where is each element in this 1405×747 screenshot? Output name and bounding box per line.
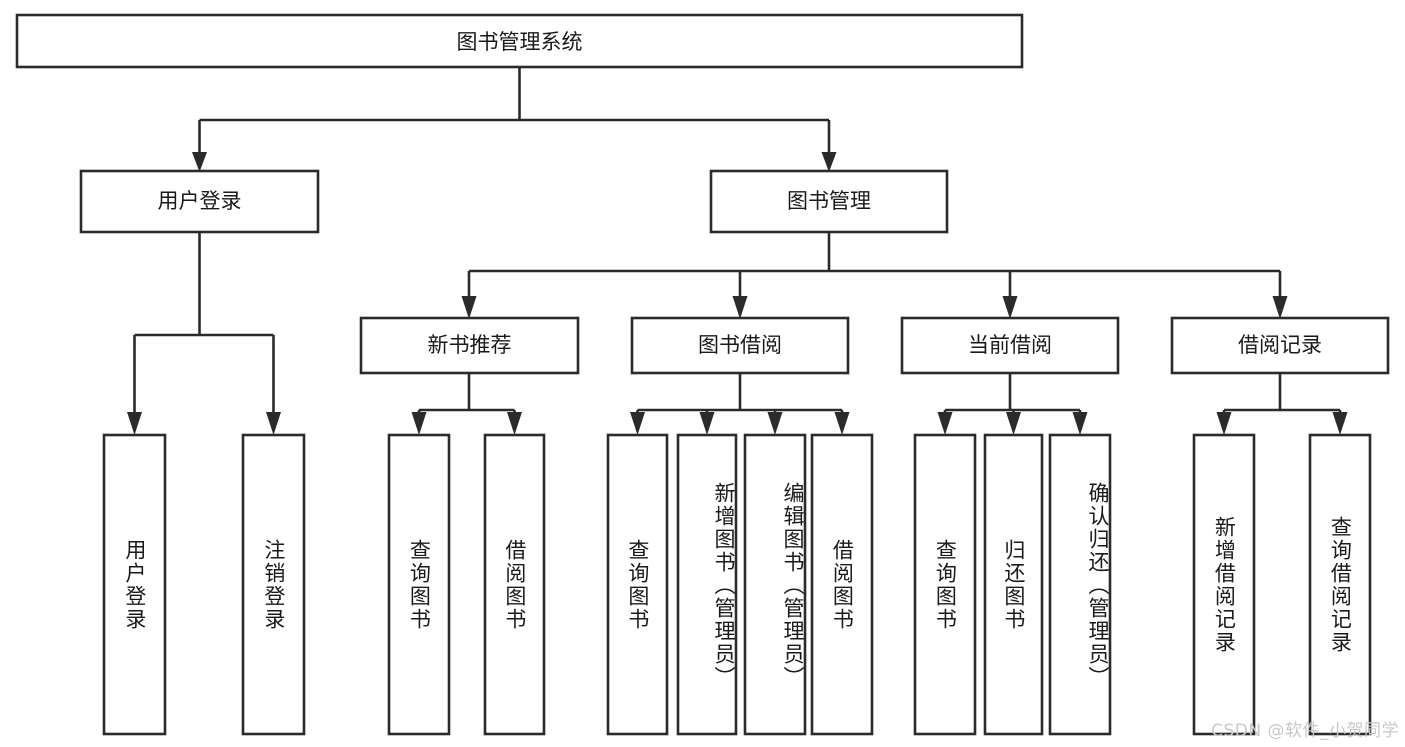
node-box-leaf-logout[interactable] bbox=[241, 433, 306, 736]
arrowhead-current-borrow bbox=[1002, 296, 1018, 319]
arrowhead-leaf-user-login bbox=[127, 412, 142, 435]
node-box-borrow-record[interactable] bbox=[1170, 316, 1390, 375]
arrowhead-leaf-edit-book-admin bbox=[767, 412, 783, 435]
node-label-current-borrow: 当前借阅 bbox=[968, 333, 1052, 357]
node-box-leaf-user-login[interactable] bbox=[102, 433, 167, 736]
node-box-leaf-query-book-current[interactable] bbox=[913, 433, 977, 736]
node-box-leaf-query-borrow-record[interactable] bbox=[1308, 433, 1372, 736]
node-box-leaf-query-book-borrow[interactable] bbox=[606, 433, 669, 736]
arrowhead-leaf-add-book-admin bbox=[699, 412, 715, 435]
node-box-leaf-query-book-recommend[interactable] bbox=[387, 433, 451, 736]
arrowhead-leaf-borrow-book bbox=[834, 412, 850, 435]
node-layer: 图书管理系统 用户登录 图书管理 新书推荐 图书借阅 当前借阅 借阅记录 bbox=[15, 13, 1390, 736]
node-box-leaf-confirm-return-admin[interactable] bbox=[1048, 433, 1112, 736]
node-box-leaf-add-borrow-record[interactable] bbox=[1192, 433, 1256, 736]
node-box-book-management[interactable] bbox=[709, 169, 949, 234]
node-box-root[interactable] bbox=[15, 13, 1024, 69]
arrowhead-new-book-recommend bbox=[461, 296, 477, 319]
node-label-user-login: 用户登录 bbox=[158, 189, 242, 213]
arrowhead-leaf-query-book-current bbox=[937, 412, 953, 435]
arrowhead-leaf-query-borrow-record bbox=[1332, 412, 1348, 435]
csdn-watermark: CSDN @软件_小贺同学 bbox=[1211, 721, 1399, 741]
node-box-current-borrow[interactable] bbox=[900, 316, 1120, 375]
node-box-leaf-borrow-book-recommend[interactable] bbox=[483, 433, 546, 736]
arrowhead-borrow-record bbox=[1272, 296, 1288, 319]
arrowhead-leaf-query-book-recommend bbox=[411, 412, 427, 435]
node-box-book-borrow[interactable] bbox=[630, 316, 850, 375]
arrowhead-leaf-confirm-return-admin bbox=[1072, 412, 1088, 435]
node-box-leaf-borrow-book[interactable] bbox=[810, 433, 874, 736]
arrowhead-leaf-add-borrow-record bbox=[1216, 412, 1232, 435]
node-box-user-login[interactable] bbox=[79, 169, 320, 234]
node-label-new-book-recommend: 新书推荐 bbox=[428, 333, 512, 357]
arrowhead-book-management bbox=[821, 152, 837, 172]
node-box-new-book-recommend[interactable] bbox=[359, 316, 580, 375]
node-box-leaf-return-book[interactable] bbox=[983, 433, 1044, 736]
arrowhead-book-borrow bbox=[732, 296, 748, 319]
node-label-book-management: 图书管理 bbox=[787, 189, 871, 213]
node-box-leaf-add-book-admin[interactable] bbox=[676, 433, 738, 736]
arrowhead-leaf-query-book-borrow bbox=[630, 412, 645, 435]
arrowhead-leaf-return-book bbox=[1006, 412, 1021, 435]
node-label-borrow-record: 借阅记录 bbox=[1238, 333, 1322, 357]
node-label-book-borrow: 图书借阅 bbox=[698, 333, 782, 357]
node-label-root: 图书管理系统 bbox=[457, 30, 583, 54]
arrowhead-user-login bbox=[192, 152, 207, 172]
node-box-leaf-edit-book-admin[interactable] bbox=[743, 433, 807, 736]
arrowhead-leaf-borrow-book-recommend bbox=[507, 412, 522, 435]
connector-layer bbox=[127, 67, 1348, 435]
arrowhead-leaf-logout bbox=[266, 412, 281, 435]
